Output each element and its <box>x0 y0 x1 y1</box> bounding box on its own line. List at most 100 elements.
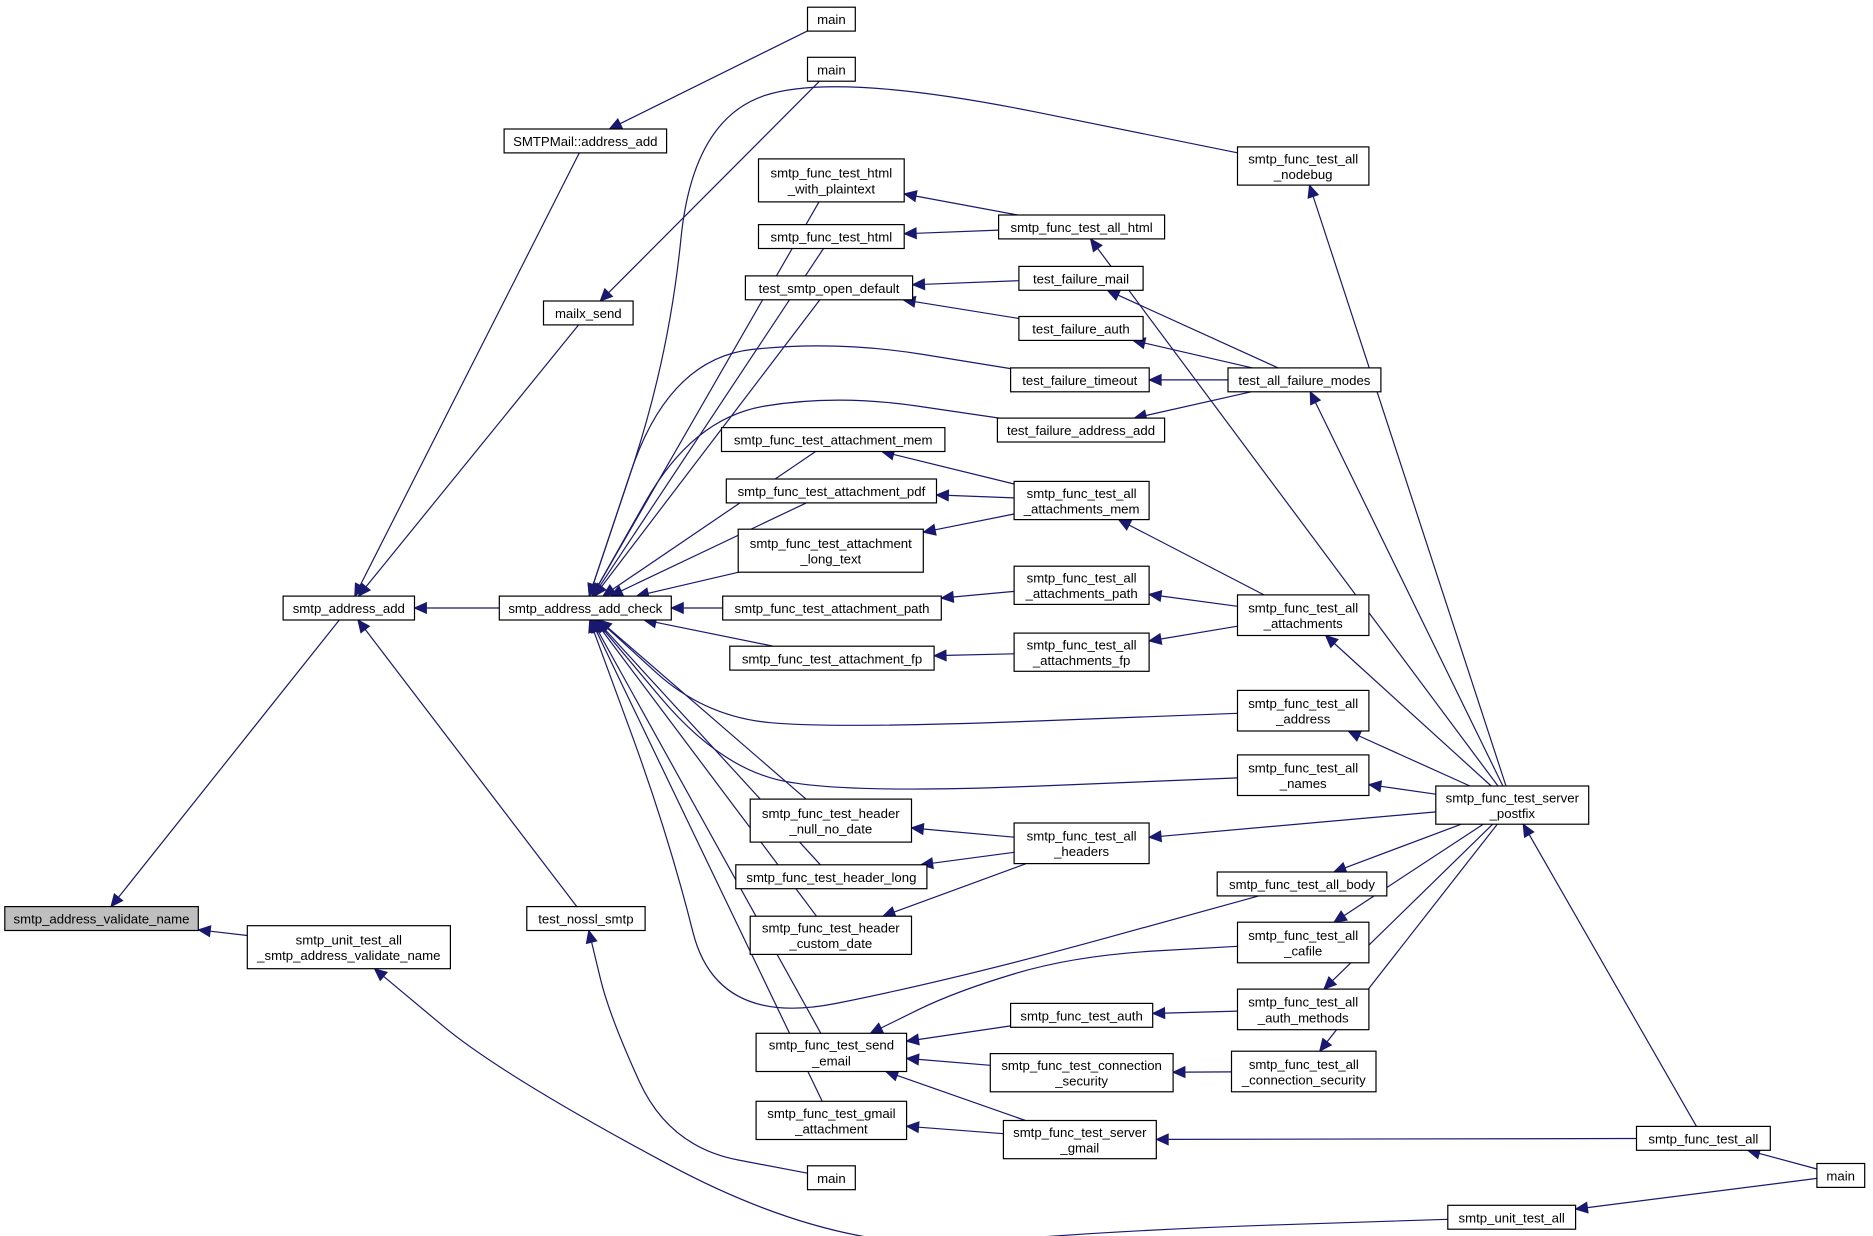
node-conn-sec[interactable]: smtp_func_test_connection_security <box>989 1052 1174 1093</box>
node-all-cafile[interactable]: smtp_func_test_all_cafile <box>1236 921 1370 964</box>
node-all-headers[interactable]: smtp_func_test_all_headers <box>1013 822 1150 865</box>
node-all-att-mem[interactable]: smtp_func_test_all_attachments_mem <box>1013 480 1150 521</box>
node-box[interactable] <box>1227 367 1382 393</box>
node-box[interactable] <box>749 915 913 956</box>
node-box[interactable] <box>246 925 452 970</box>
node-all-att-path[interactable]: smtp_func_test_all_attachments_path <box>1013 565 1150 606</box>
node-box[interactable] <box>744 275 914 301</box>
node-box[interactable] <box>806 56 856 82</box>
node-box[interactable] <box>720 427 946 453</box>
node-all-body[interactable]: smtp_func_test_all_body <box>1216 871 1388 897</box>
node-fail-mail[interactable]: test_failure_mail <box>1018 265 1144 291</box>
node-fail-auth[interactable]: test_failure_auth <box>1018 315 1144 341</box>
node-box[interactable] <box>282 595 416 621</box>
node-box[interactable] <box>755 1032 908 1073</box>
node-box[interactable] <box>1816 1162 1866 1188</box>
node-box[interactable] <box>1230 1050 1377 1093</box>
node-box[interactable] <box>1018 265 1144 291</box>
node-box[interactable] <box>1236 988 1370 1031</box>
node-smtpmail-add[interactable]: SMTPMail::address_add <box>503 128 668 154</box>
node-box[interactable] <box>806 1165 856 1191</box>
node-nossl[interactable]: test_nossl_smtp <box>526 905 646 932</box>
node-mailx-send[interactable]: mailx_send <box>542 300 634 326</box>
node-all-html[interactable]: smtp_func_test_all_html <box>997 214 1166 240</box>
node-all-address[interactable]: smtp_func_test_all_address <box>1236 689 1370 732</box>
node-box[interactable] <box>989 1052 1174 1093</box>
node-send-email[interactable]: smtp_func_test_send_email <box>755 1032 908 1073</box>
node-box[interactable] <box>503 128 668 154</box>
node-all-auth-methods[interactable]: smtp_func_test_all_auth_methods <box>1236 988 1370 1031</box>
node-box[interactable] <box>1236 689 1370 732</box>
node-func-auth[interactable]: smtp_func_test_auth <box>1009 1002 1154 1028</box>
node-box[interactable] <box>735 864 928 890</box>
node-box[interactable] <box>1013 822 1150 865</box>
node-box[interactable] <box>1435 785 1590 825</box>
node-hdr-custom[interactable]: smtp_func_test_header_custom_date <box>749 915 913 956</box>
node-box[interactable] <box>1635 1125 1771 1151</box>
node-box[interactable] <box>4 905 199 932</box>
node-all-nodebug[interactable]: smtp_func_test_all_nodebug <box>1236 146 1370 186</box>
node-box[interactable] <box>498 595 672 621</box>
node-root[interactable]: smtp_address_validate_name <box>4 905 199 932</box>
node-func-all[interactable]: smtp_func_test_all <box>1635 1125 1771 1151</box>
node-main1[interactable]: main <box>806 6 856 32</box>
node-box[interactable] <box>755 1100 908 1141</box>
node-box[interactable] <box>749 798 913 843</box>
node-all-conn-sec[interactable]: smtp_func_test_all_connection_security <box>1230 1050 1377 1093</box>
call-edge-send_email-to-add_check <box>597 630 822 1034</box>
node-all-names[interactable]: smtp_func_test_all_names <box>1236 754 1370 797</box>
node-box[interactable] <box>806 6 856 32</box>
node-hdr-long[interactable]: smtp_func_test_header_long <box>735 864 928 890</box>
node-box[interactable] <box>729 645 935 671</box>
node-label: main <box>817 1171 846 1186</box>
node-box[interactable] <box>1236 754 1370 797</box>
node-box[interactable] <box>1013 480 1150 521</box>
node-main-right[interactable]: main <box>1816 1162 1866 1188</box>
node-box[interactable] <box>757 158 905 203</box>
node-box[interactable] <box>722 595 942 621</box>
node-box[interactable] <box>725 478 938 504</box>
node-att-mem[interactable]: smtp_func_test_attachment_mem <box>720 427 946 453</box>
node-box[interactable] <box>526 905 646 932</box>
node-server-gmail[interactable]: smtp_func_test_server_gmail <box>1002 1119 1157 1160</box>
node-main-bottom[interactable]: main <box>806 1165 856 1191</box>
node-box[interactable] <box>1018 315 1144 341</box>
node-all-fail-modes[interactable]: test_all_failure_modes <box>1227 367 1382 393</box>
node-open-default[interactable]: test_smtp_open_default <box>744 275 914 301</box>
node-unit-validate[interactable]: smtp_unit_test_all_smtp_address_validate… <box>246 925 452 970</box>
node-gmail-att[interactable]: smtp_func_test_gmail_attachment <box>755 1100 908 1141</box>
node-all-att-fp[interactable]: smtp_func_test_all_attachments_fp <box>1013 632 1150 672</box>
node-fail-timeout[interactable]: test_failure_timeout <box>1009 367 1150 393</box>
node-box[interactable] <box>1216 871 1388 897</box>
node-att-pdf[interactable]: smtp_func_test_attachment_pdf <box>725 478 938 504</box>
node-box[interactable] <box>757 224 905 250</box>
arrowhead-att_path <box>940 590 955 604</box>
node-box[interactable] <box>1447 1204 1577 1230</box>
node-att-long[interactable]: smtp_func_test_attachment_long_text <box>737 528 924 573</box>
node-html-plain[interactable]: smtp_func_test_html_with_plaintext <box>757 158 905 203</box>
node-address-add[interactable]: smtp_address_add <box>282 595 416 621</box>
node-att-path[interactable]: smtp_func_test_attachment_path <box>722 595 942 621</box>
node-box[interactable] <box>1236 146 1370 186</box>
node-box[interactable] <box>1236 594 1370 637</box>
node-box[interactable] <box>737 528 924 573</box>
arrowhead-all_headers <box>1147 830 1163 843</box>
node-box[interactable] <box>1002 1119 1157 1160</box>
node-all-attachments[interactable]: smtp_func_test_all_attachments <box>1236 594 1370 637</box>
node-box[interactable] <box>1009 1002 1154 1028</box>
node-main2[interactable]: main <box>806 56 856 82</box>
node-att-fp[interactable]: smtp_func_test_attachment_fp <box>729 645 935 671</box>
node-hdr-null[interactable]: smtp_func_test_header_null_no_date <box>749 798 913 843</box>
node-box[interactable] <box>1236 921 1370 964</box>
node-box[interactable] <box>996 417 1166 443</box>
node-box[interactable] <box>1009 367 1150 393</box>
node-html[interactable]: smtp_func_test_html <box>757 224 905 250</box>
node-box[interactable] <box>1013 632 1150 672</box>
node-box[interactable] <box>542 300 634 326</box>
node-add-check[interactable]: smtp_address_add_check <box>498 595 672 621</box>
node-box[interactable] <box>1013 565 1150 606</box>
node-fail-addr[interactable]: test_failure_address_add <box>996 417 1166 443</box>
node-box[interactable] <box>997 214 1166 240</box>
node-server-postfix[interactable]: smtp_func_test_server_postfix <box>1435 785 1590 825</box>
node-unit-all[interactable]: smtp_unit_test_all <box>1447 1204 1577 1230</box>
